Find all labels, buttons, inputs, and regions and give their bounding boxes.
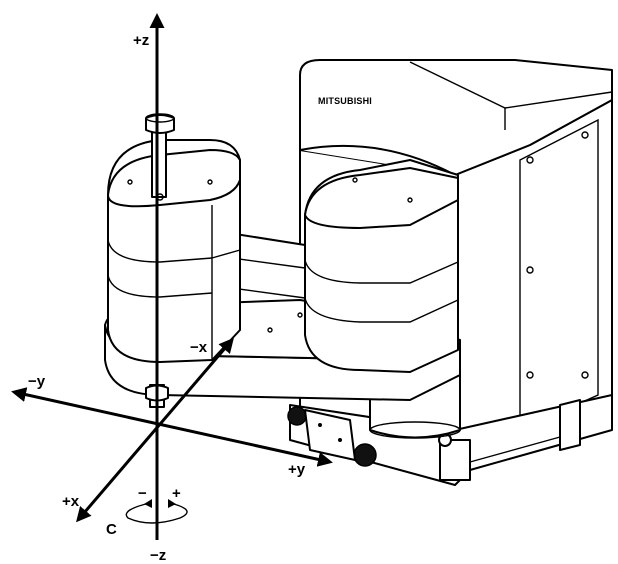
y-axis bbox=[11, 387, 333, 467]
rotation-c-label: C bbox=[106, 521, 117, 538]
plus-y-label: +y bbox=[288, 461, 306, 478]
coordinate-axes bbox=[11, 13, 333, 540]
minus-z-label: −z bbox=[150, 547, 166, 564]
joint1-housing bbox=[107, 139, 241, 363]
rotation-minus-label: − bbox=[138, 485, 147, 502]
x-axis bbox=[76, 337, 234, 523]
plus-z-label: +z bbox=[133, 32, 149, 49]
rotation-c-arrow bbox=[125, 502, 188, 524]
brand-label: MITSUBISHI bbox=[318, 96, 372, 106]
joint2-housing bbox=[304, 159, 459, 373]
minus-y-label: −y bbox=[28, 373, 46, 390]
rotation-plus-label: + bbox=[172, 485, 181, 502]
plus-x-label: +x bbox=[62, 493, 80, 510]
minus-x-label: −x bbox=[190, 339, 208, 356]
